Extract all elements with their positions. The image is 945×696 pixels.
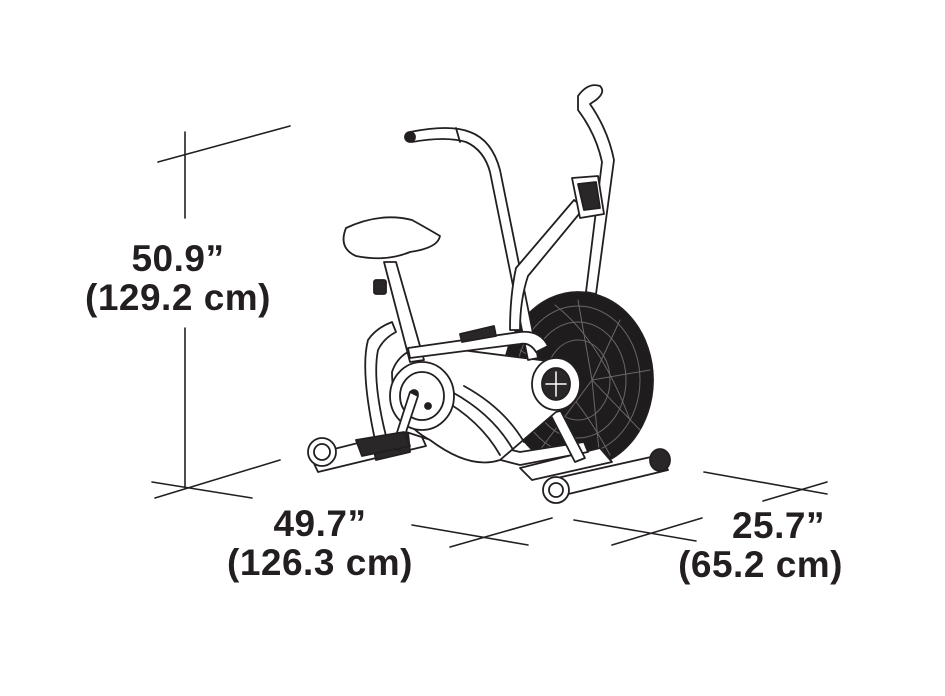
- length-imperial: 49.7”: [273, 503, 367, 544]
- moving-arm: [509, 84, 615, 331]
- width-metric: (65.2 cm): [678, 543, 843, 585]
- fan-hub: [531, 357, 581, 411]
- front-stabilizer: [519, 447, 671, 504]
- width-dimension-label: 25.7” (65.2 cm): [648, 505, 843, 585]
- seat-post: [373, 261, 425, 363]
- height-dimension-lines: [151, 125, 291, 499]
- pedal: [355, 431, 411, 457]
- length-dimension-label: 49.7” (126.3 cm): [205, 503, 435, 583]
- console: [571, 175, 605, 219]
- length-dimension-lines: [411, 517, 703, 548]
- seat: [342, 216, 441, 260]
- top-frame: [407, 330, 549, 359]
- bike: [307, 84, 671, 504]
- width-imperial: 25.7”: [731, 505, 825, 546]
- length-metric: (126.3 cm): [227, 541, 413, 583]
- width-dimension-lines: [703, 471, 828, 502]
- height-imperial: 50.9”: [131, 238, 225, 279]
- rear-frame-arc: [364, 321, 397, 441]
- height-dimension-label: 50.9” (129.2 cm): [68, 238, 288, 318]
- height-metric: (129.2 cm): [85, 276, 271, 318]
- water-bottle-holder: [459, 325, 497, 343]
